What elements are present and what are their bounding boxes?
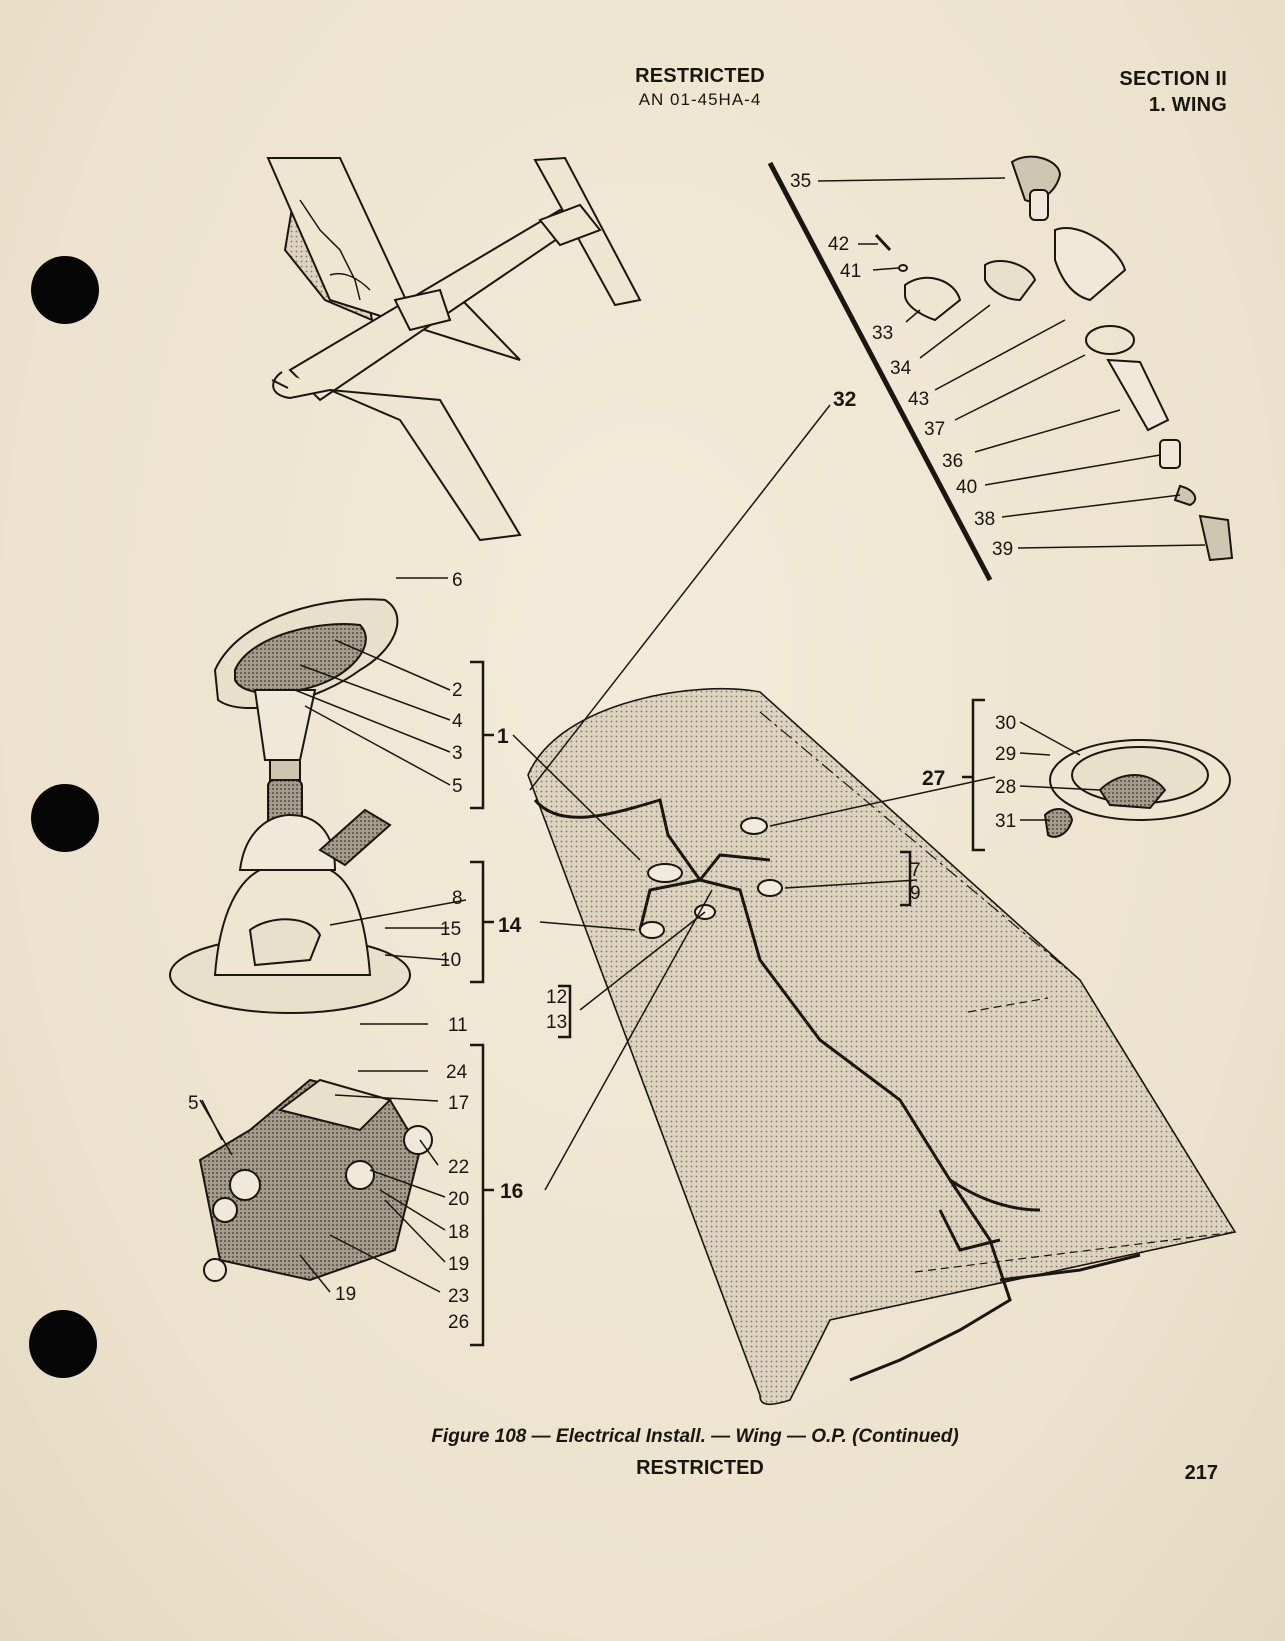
callout-31: 31 [995, 811, 1016, 832]
callout-17: 17 [448, 1093, 469, 1114]
callout-19: 19 [448, 1254, 469, 1275]
callout-34: 34 [890, 358, 912, 379]
callout-8: 8 [452, 888, 463, 909]
airplane-overview [266, 156, 642, 542]
callout-1: 1 [497, 725, 509, 748]
binder-hole-top [31, 256, 99, 324]
callout-32: 32 [833, 388, 856, 411]
callout-28: 28 [995, 777, 1016, 798]
callout-11: 11 [448, 1015, 468, 1036]
figure-caption: Figure 108 — Electrical Install. — Wing … [431, 1426, 959, 1447]
header-subsection: 1. WING [1148, 94, 1227, 116]
callout-42: 42 [828, 234, 849, 255]
callout-27: 27 [922, 767, 945, 790]
callout-labels: 35 42 41 33 34 32 43 37 36 40 38 39 6 2 … [188, 171, 1016, 1333]
callout-3: 3 [452, 743, 463, 764]
header-doc-number: AN 01-45HA-4 [638, 90, 762, 109]
light-assembly-32 [767, 155, 1234, 582]
callout-29: 29 [995, 744, 1016, 765]
callout-26: 26 [448, 1312, 469, 1333]
callout-10: 10 [440, 950, 461, 971]
callout-14: 14 [498, 914, 522, 937]
callout-13: 13 [546, 1012, 567, 1033]
callout-20: 20 [448, 1189, 469, 1210]
callout-37: 37 [924, 419, 945, 440]
page-number: 217 [1184, 1462, 1218, 1484]
callout-24: 24 [446, 1062, 468, 1083]
light-assembly-27 [1043, 739, 1231, 838]
callout-16: 16 [500, 1180, 523, 1203]
header-section: SECTION II [1119, 68, 1227, 90]
header-right: SECTION II 1. WING [1119, 66, 1227, 118]
callout-39: 39 [992, 539, 1013, 560]
header-restricted: RESTRICTED [635, 65, 765, 87]
callout-30: 30 [995, 713, 1016, 734]
header-center: RESTRICTED AN 01-45HA-4 [560, 64, 840, 112]
footer-restricted: RESTRICTED [636, 1457, 764, 1479]
callout-5: 5 [452, 776, 463, 797]
callout-7: 7 [910, 860, 921, 881]
callout-5-lower: 5 [188, 1093, 199, 1114]
light-assembly-1 [213, 598, 399, 881]
binder-hole-middle [31, 784, 99, 852]
callout-19-lower: 19 [335, 1284, 356, 1305]
junction-box-16 [198, 1078, 433, 1282]
callout-36: 36 [942, 451, 963, 472]
callout-12: 12 [546, 987, 567, 1008]
callout-6: 6 [452, 570, 463, 591]
callout-43: 43 [908, 389, 929, 410]
callout-22: 22 [448, 1157, 469, 1178]
callout-38: 38 [974, 509, 995, 530]
callout-35: 35 [790, 171, 811, 192]
light-assembly-14 [169, 808, 411, 1014]
callout-33: 33 [872, 323, 893, 344]
binder-hole-bottom [29, 1310, 97, 1378]
callout-2: 2 [452, 680, 463, 701]
callout-9: 9 [910, 883, 921, 904]
callout-18: 18 [448, 1222, 469, 1243]
brackets [470, 660, 985, 1347]
callout-41: 41 [840, 261, 861, 282]
callout-40: 40 [956, 477, 977, 498]
callout-4: 4 [452, 711, 463, 732]
wing-assembly [527, 687, 1237, 1405]
callout-15: 15 [440, 919, 461, 940]
callout-23: 23 [448, 1286, 469, 1307]
leader-lines [199, 177, 1206, 1293]
